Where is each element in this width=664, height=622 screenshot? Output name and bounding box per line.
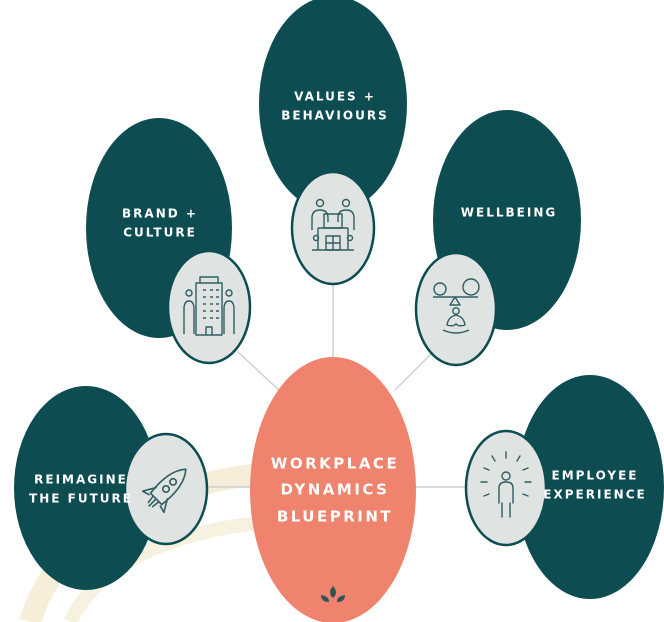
leaf-glyph-icon (321, 586, 345, 602)
buildings-people-icon (183, 276, 235, 336)
label-employee-line2: EXPERIENCE (543, 487, 647, 501)
label-wellbeing: WELLBEING (461, 204, 557, 223)
icon-circle-employee (464, 429, 548, 547)
icon-circle-reimagine (123, 432, 209, 546)
label-values: VALUES + BEHAVIOURS (281, 87, 388, 124)
petal-values (259, 0, 407, 212)
label-brand-line1: BRAND + (122, 206, 198, 221)
team-meeting-icon (311, 198, 355, 251)
icon-circle-brand (166, 249, 252, 365)
label-employee: EMPLOYEE EXPERIENCE (543, 466, 646, 503)
balance-meditation-icon (433, 278, 480, 334)
label-values-line2: BEHAVIOURS (281, 108, 389, 122)
center-title-line2: DYNAMICS (280, 480, 390, 499)
label-reimagine: REIMAGINE THE FUTURE (29, 470, 133, 507)
radiant-person-icon (480, 451, 532, 518)
petal-employee (516, 375, 664, 599)
center-title-line1: WORKPLACE (270, 454, 400, 473)
connector-brand (237, 351, 283, 394)
petal-reimagine (14, 386, 158, 590)
label-employee-line1: EMPLOYEE (551, 468, 639, 483)
center-circle (250, 357, 416, 622)
label-reimagine-line1: REIMAGINE (34, 472, 128, 487)
rocket-icon (141, 468, 187, 514)
center-title: WORKPLACE DYNAMICS BLUEPRINT (271, 451, 399, 530)
label-brand: BRAND + CULTURE (122, 204, 198, 241)
label-reimagine-line2: THE FUTURE (29, 491, 133, 505)
label-wellbeing-line1: WELLBEING (460, 205, 558, 220)
icon-circle-wellbeing (414, 251, 498, 367)
label-values-line1: VALUES + (294, 89, 376, 104)
connector-wellbeing (394, 352, 433, 391)
label-brand-line2: CULTURE (123, 225, 197, 239)
center-title-line3: BLUEPRINT (276, 507, 394, 526)
connectors (206, 284, 466, 488)
